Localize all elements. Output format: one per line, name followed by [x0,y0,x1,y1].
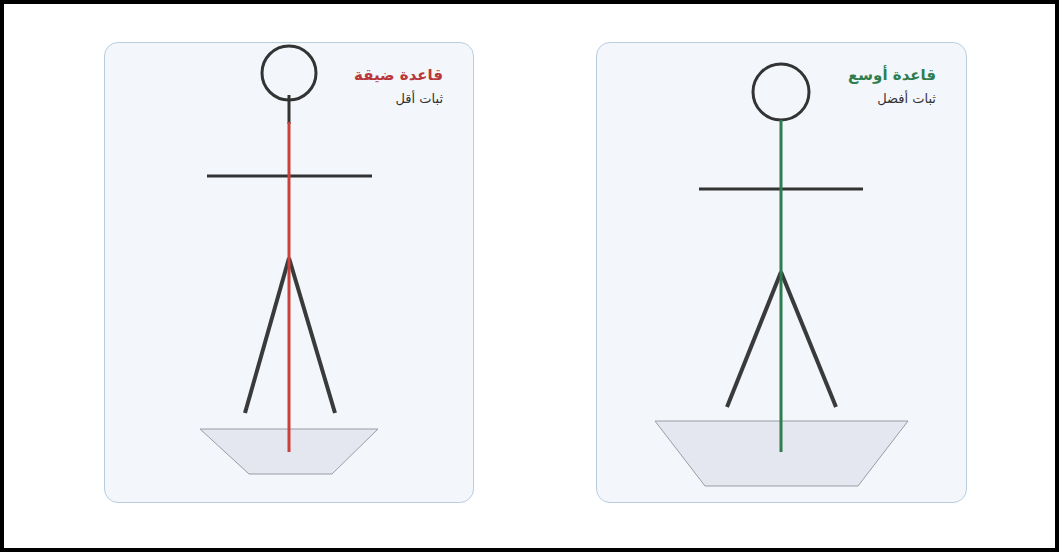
panel-texts: قاعدة ضيقة ثبات أقل [354,65,443,109]
wide-base-figure [655,64,908,486]
head [753,64,809,120]
panel-note: ثبات أقل [354,89,443,109]
center-of-gravity-line [780,120,783,452]
panel-note: ثبات أفضل [848,89,936,109]
narrow-base-figure [200,46,378,474]
center-of-gravity-line [288,122,291,452]
head [262,46,316,100]
panel-heading: قاعدة ضيقة [354,65,443,85]
leg [245,258,289,413]
panel-heading: قاعدة أوسع [848,65,936,85]
leg [727,272,781,407]
neck [288,95,291,124]
leg [289,258,335,413]
leg [781,272,836,407]
panel-texts: قاعدة أوسع ثبات أفضل [848,65,936,109]
